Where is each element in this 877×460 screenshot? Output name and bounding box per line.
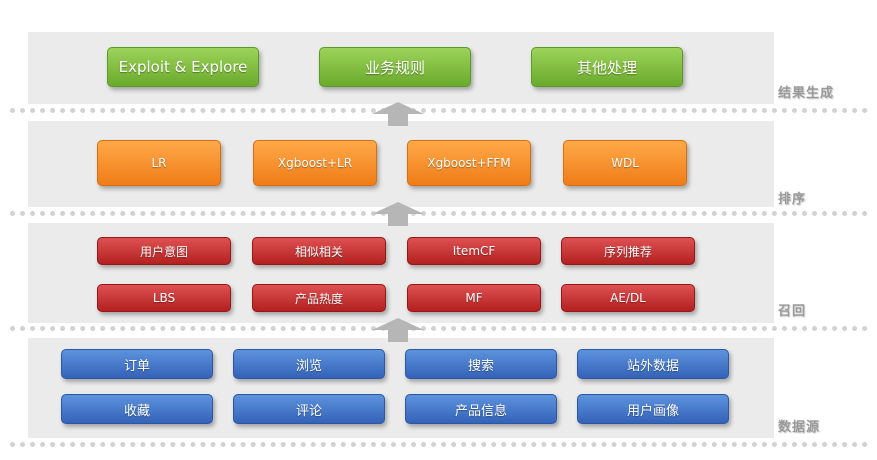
datasource-box: 搜索 — [405, 349, 557, 379]
recall-method-box: ItemCF — [407, 237, 541, 265]
divider-recall-datasource — [10, 326, 868, 331]
ranking-model-box: LR — [97, 140, 221, 186]
result-box: Exploit & Explore — [107, 47, 259, 87]
recall-method-box: 序列推荐 — [561, 237, 695, 265]
datasource-layer-label: 数据源 — [778, 420, 821, 435]
recall-method-box: 产品热度 — [252, 284, 386, 312]
recall-method-box: MF — [407, 284, 541, 312]
result-layer-label: 结果生成 — [778, 86, 835, 101]
datasource-box: 评论 — [233, 394, 385, 424]
recall-method-box: 相似相关 — [252, 237, 386, 265]
ranking-model-box: Xgboost+LR — [253, 140, 377, 186]
ranking-model-box: Xgboost+FFM — [407, 140, 531, 186]
datasource-box: 浏览 — [233, 349, 385, 379]
divider-ranking-recall — [10, 211, 868, 216]
divider-result-ranking — [10, 108, 868, 113]
datasource-box: 用户画像 — [577, 394, 729, 424]
recall-layer-label: 召回 — [778, 304, 807, 319]
divider-bottom — [10, 442, 868, 447]
ranking-layer-label: 排序 — [778, 192, 807, 207]
recall-method-box: AE/DL — [561, 284, 695, 312]
datasource-box: 收藏 — [61, 394, 213, 424]
datasource-box: 产品信息 — [405, 394, 557, 424]
recall-method-box: LBS — [97, 284, 231, 312]
datasource-box: 站外数据 — [577, 349, 729, 379]
ranking-model-box: WDL — [563, 140, 687, 186]
result-box: 业务规则 — [319, 47, 471, 87]
datasource-box: 订单 — [61, 349, 213, 379]
recall-method-box: 用户意图 — [97, 237, 231, 265]
result-box: 其他处理 — [531, 47, 683, 87]
